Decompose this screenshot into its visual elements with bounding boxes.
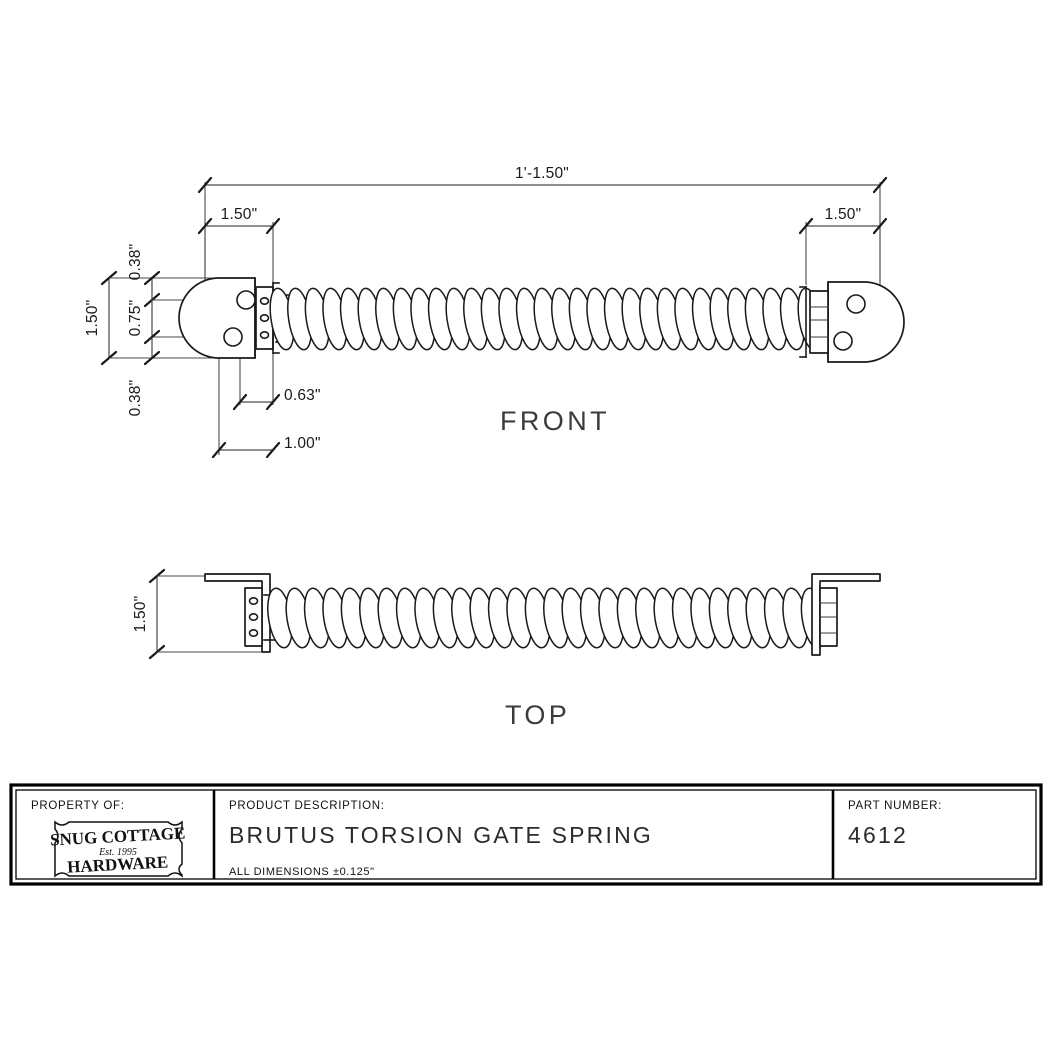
title-block-part-number-value: 4612 bbox=[848, 822, 908, 848]
title-block-description-caption: PRODUCT DESCRIPTION: bbox=[229, 800, 385, 812]
top-spring-coil bbox=[263, 587, 827, 649]
dim-label-front-height: 1.50" bbox=[84, 300, 101, 337]
dim-label-left-bracket-width: 1.50" bbox=[221, 206, 258, 223]
dim-top-height: 1.50" bbox=[132, 568, 268, 660]
title-block-description-value: BRUTUS TORSION GATE SPRING bbox=[229, 822, 653, 848]
dim-front-edge-bottom: 0.38" bbox=[127, 337, 161, 417]
dim-label-front-hole-spacing: 0.75" bbox=[127, 300, 144, 337]
bracket-hole-upper bbox=[236, 290, 256, 310]
dim-front-height: 1.50" bbox=[84, 270, 215, 366]
front-right-mount-plate bbox=[809, 290, 829, 354]
dim-label-hole-offset: 1.00" bbox=[284, 435, 321, 452]
logo-line-2: Est. 1995 bbox=[98, 847, 137, 858]
bracket-hole-lower-right bbox=[833, 331, 853, 351]
dim-label-plate-offset: 0.63" bbox=[284, 387, 321, 404]
view-label-front: FRONT bbox=[500, 406, 610, 436]
dim-right-bracket-width: 1.50" bbox=[798, 206, 888, 285]
top-right-bracket bbox=[811, 573, 881, 656]
title-block-part-number-caption: PART NUMBER: bbox=[848, 800, 942, 812]
title-block-property-caption: PROPERTY OF: bbox=[31, 800, 125, 812]
dim-overall-length: 1'-1.50" bbox=[197, 165, 888, 282]
dim-label-top-height: 1.50" bbox=[132, 596, 149, 633]
front-view: 1'-1.50" 1.50" 1.50" bbox=[84, 165, 905, 459]
front-spring-coil bbox=[269, 287, 823, 351]
dim-plate-offset: 0.63" bbox=[232, 330, 321, 411]
dim-label-front-edge-top: 0.38" bbox=[127, 244, 144, 281]
view-label-top: TOP bbox=[505, 700, 570, 730]
title-block: PROPERTY OF: SNUG COTTAGE Est. 1995 HARD… bbox=[9, 783, 1043, 886]
front-right-bracket bbox=[799, 281, 905, 363]
top-view: 1.50" bbox=[132, 568, 881, 730]
title-block-tolerance-note: ALL DIMENSIONS ±0.125" bbox=[229, 866, 375, 878]
company-logo: SNUG COTTAGE Est. 1995 HARDWARE bbox=[50, 820, 186, 878]
dim-hole-offset: 1.00" bbox=[211, 345, 321, 459]
bracket-hole-upper-right bbox=[846, 294, 866, 314]
dim-label-overall-length: 1'-1.50" bbox=[515, 165, 569, 182]
dim-label-right-bracket-width: 1.50" bbox=[825, 206, 862, 223]
dim-left-bracket-width: 1.50" bbox=[197, 206, 281, 340]
front-left-bracket bbox=[178, 277, 280, 359]
top-left-bracket bbox=[204, 573, 271, 653]
bracket-hole-lower bbox=[223, 327, 243, 347]
dim-label-front-edge-bottom: 0.38" bbox=[127, 380, 144, 417]
